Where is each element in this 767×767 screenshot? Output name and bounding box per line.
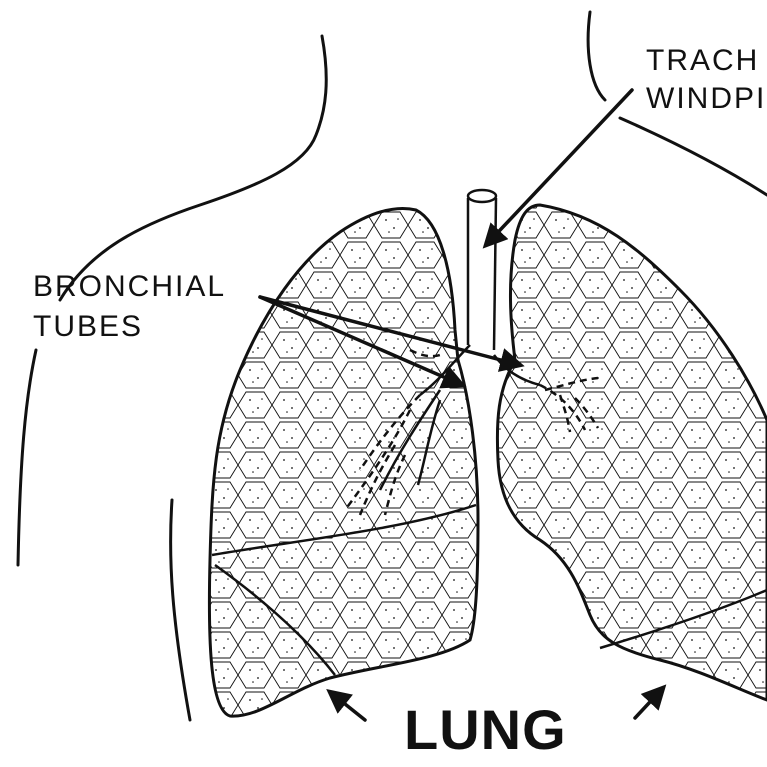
left-lung-fissure-lower (214, 563, 336, 676)
trachea (466, 188, 498, 360)
trachea-label-line1: TRACH (646, 44, 760, 77)
left-arm-line (169, 498, 192, 722)
right-lung-fissure (599, 588, 767, 650)
bronchial-arrow-right (258, 295, 525, 372)
lung-arrow-left (326, 688, 367, 722)
trachea-label-line2: WINDPI (646, 82, 767, 115)
neck-left-line (58, 34, 328, 302)
body-outline (16, 10, 767, 722)
neck-right-line (586, 10, 607, 102)
right-lung (495, 203, 767, 702)
right-shoulder-line (618, 116, 767, 197)
bronchial-label-line2: TUBES (33, 310, 144, 343)
bronchial-arrow-left (258, 295, 467, 389)
bronchial-label-line1: BRONCHIAL (33, 270, 227, 303)
left-lung-outline (207, 206, 480, 718)
left-torso-line (16, 348, 38, 567)
left-lung-fissure-upper (211, 503, 477, 557)
bronchial-branches-dashed (343, 348, 600, 516)
trachea-arrow (482, 88, 634, 249)
right-lung-outline (495, 203, 767, 702)
lung-arrow-right (633, 684, 667, 720)
lung-label: LUNG (404, 698, 567, 761)
pointer-arrows (258, 88, 667, 722)
left-lung (207, 206, 480, 718)
